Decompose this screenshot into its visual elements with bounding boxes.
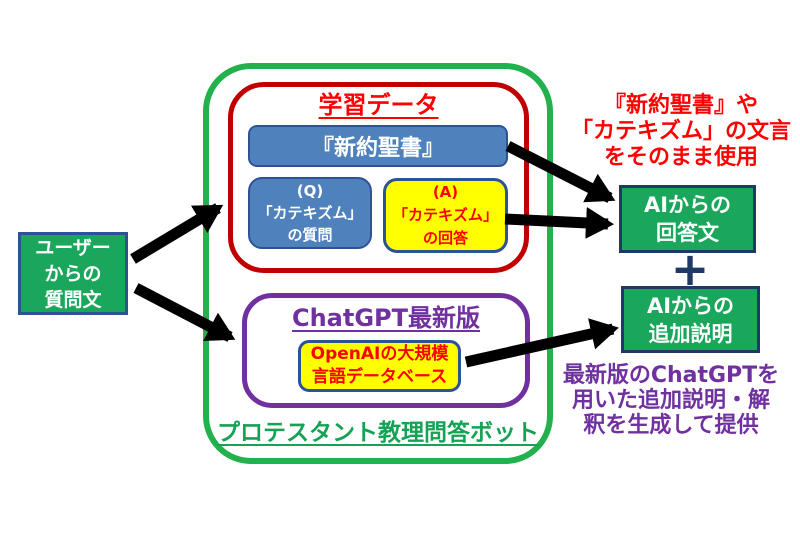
- a-line-3: の回答: [422, 229, 468, 247]
- training-data-title: 学習データ: [228, 85, 529, 120]
- answer-line-2: 回答文: [656, 221, 719, 245]
- openai-line-2: 言語データベース: [311, 367, 448, 387]
- chatgpt-note-line-2: 用いた追加説明・解: [571, 388, 770, 413]
- q-line-3: の質問: [287, 226, 333, 244]
- chatgpt-title: ChatGPT最新版: [242, 298, 530, 333]
- chatgpt-note-line-3: 釈を生成して提供: [583, 413, 759, 438]
- verbatim-note: 『新約聖書』や 「カテキズム」の文言 をそのまま使用: [562, 93, 800, 171]
- chatgpt-note: 最新版のChatGPTを 用いた追加説明・解 釈を生成して提供: [552, 363, 790, 438]
- bot-name-text: プロテスタント教理問答ボット: [217, 420, 539, 446]
- verbatim-note-line-1: 『新約聖書』や: [603, 93, 758, 118]
- ai-answer-box: AIからの 回答文: [619, 185, 756, 253]
- bot-name-label: プロテスタント教理問答ボット: [203, 413, 553, 447]
- q-line-2: 「カテキズム」: [257, 204, 363, 222]
- a-line-1: (A): [432, 183, 459, 201]
- chatgpt-note-line-1: 最新版のChatGPTを: [562, 363, 780, 388]
- chatgpt-title-text: ChatGPT最新版: [291, 304, 481, 332]
- catechism-answer-box: (A) 「カテキズム」 の回答: [383, 178, 508, 253]
- q-line-1: (Q): [296, 182, 324, 200]
- addition-line-2: 追加説明: [648, 321, 733, 346]
- addition-line-1: AIからの: [646, 293, 735, 318]
- new-testament-box: 『新約聖書』: [248, 125, 508, 167]
- a-line-2: 「カテキズム」: [392, 206, 498, 224]
- user-line-3: 質問文: [44, 288, 102, 311]
- openai-database-box: OpenAIの大規模 言語データベース: [298, 340, 461, 392]
- new-testament-label: 『新約聖書』: [311, 136, 444, 161]
- training-data-title-text: 学習データ: [318, 91, 439, 119]
- ai-additional-explanation-box: AIからの 追加説明: [621, 286, 760, 353]
- user-line-2: からの: [44, 262, 102, 285]
- verbatim-note-line-2: 「カテキズム」の文言: [570, 119, 791, 144]
- answer-line-1: AIからの: [643, 193, 732, 217]
- openai-line-1: OpenAIの大規模: [310, 344, 449, 364]
- user-question-box: ユーザー からの 質問文: [18, 232, 128, 315]
- user-line-1: ユーザー: [35, 236, 111, 259]
- catechism-question-box: (Q) 「カテキズム」 の質問: [248, 177, 372, 249]
- verbatim-note-line-3: をそのまま使用: [603, 145, 758, 170]
